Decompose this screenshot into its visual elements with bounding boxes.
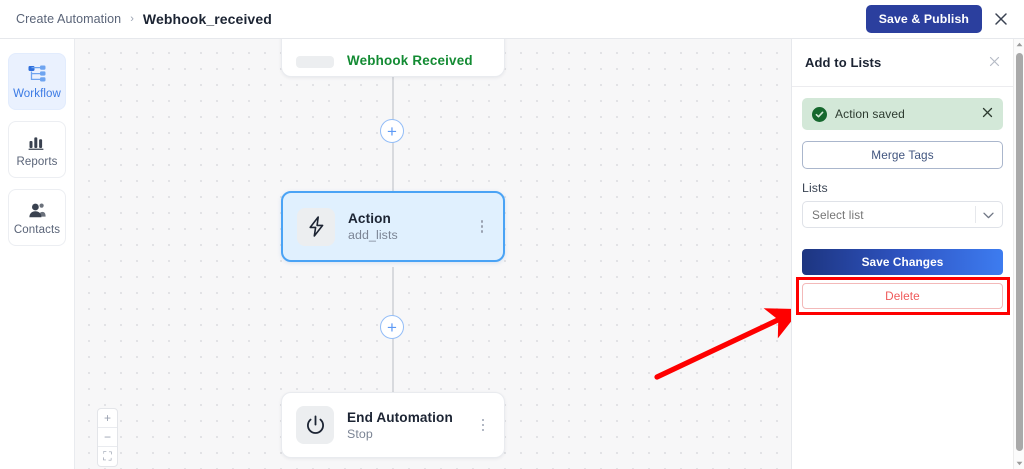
workflow-node-end-text: End Automation Stop [347, 410, 463, 441]
sidebar-item-contacts[interactable]: Contacts [8, 189, 66, 246]
add-step-button-2[interactable]: + [380, 315, 404, 339]
canvas-zoom-controls: + − ⛶ [97, 408, 118, 467]
save-and-publish-button[interactable]: Save & Publish [865, 5, 982, 33]
left-nav-rail: Workflow Reports [0, 39, 75, 469]
breadcrumb-create-automation[interactable]: Create Automation [16, 12, 122, 26]
workflow-node-action-text: Action add_lists [348, 211, 462, 242]
breadcrumb-separator-icon: › [130, 13, 134, 25]
page-title: Webhook_received [142, 11, 272, 27]
delete-button[interactable]: Delete [802, 283, 1003, 309]
lists-select-input[interactable] [803, 207, 973, 222]
workflow-node-title-end: End Automation [347, 409, 453, 425]
workflow-node-menu-end[interactable] [476, 415, 490, 436]
workflow-node-action[interactable]: Action add_lists [281, 191, 505, 262]
merge-tags-button[interactable]: Merge Tags [802, 141, 1003, 169]
panel-header: Add to Lists [792, 39, 1013, 87]
panel-title: Add to Lists [805, 55, 882, 70]
contacts-icon [27, 200, 47, 220]
workflow-node-title-webhook: Webhook Received [347, 53, 473, 68]
workflow-node-title-action: Action [348, 211, 391, 226]
sidebar-item-label-contacts: Contacts [13, 223, 61, 236]
scrollbar-thumb[interactable] [1016, 53, 1023, 451]
workflow-node-menu-action[interactable] [475, 216, 489, 237]
breadcrumb: Create Automation › Webhook_received [16, 11, 272, 27]
close-icon[interactable] [986, 4, 1016, 34]
webhook-icon [296, 56, 334, 68]
sidebar-item-reports[interactable]: Reports [8, 121, 66, 178]
status-banner-action-saved: Action saved [802, 98, 1003, 130]
action-settings-panel: Add to Lists Action saved Merge Tags Lis… [791, 39, 1013, 469]
workflow-icon [28, 64, 47, 84]
panel-close-icon[interactable] [989, 56, 1000, 69]
chevron-down-icon[interactable] [983, 206, 994, 224]
delete-button-container: Delete [796, 277, 1010, 315]
sidebar-item-workflow[interactable]: Workflow [8, 53, 66, 110]
select-divider [975, 206, 976, 223]
chevron-up-icon[interactable] [1014, 39, 1024, 50]
status-banner-text: Action saved [835, 107, 905, 121]
power-icon [296, 406, 334, 444]
panel-body: Action saved Merge Tags Lists Save Chang… [792, 87, 1013, 315]
connector-edge-2 [392, 267, 394, 427]
connector-edge-1 [392, 77, 394, 227]
bar-chart-icon [28, 132, 46, 152]
header-actions: Save & Publish [865, 4, 1024, 34]
app-header: Create Automation › Webhook_received Sav… [0, 0, 1024, 39]
workflow-node-webhook-received[interactable]: Webhook Received [281, 39, 505, 77]
workflow-node-end-automation[interactable]: End Automation Stop [281, 392, 505, 458]
zoom-in-button[interactable]: + [98, 409, 117, 428]
add-step-button-1[interactable]: + [380, 119, 404, 143]
chevron-down-icon[interactable] [1014, 458, 1024, 469]
fit-view-button[interactable]: ⛶ [103, 449, 112, 463]
lists-field-label: Lists [802, 181, 828, 195]
workflow-canvas[interactable]: Webhook Received + Action add_lists + [75, 39, 791, 469]
sidebar-item-label-reports: Reports [16, 155, 58, 168]
check-circle-icon [812, 106, 827, 122]
lightning-bolt-icon [297, 207, 335, 246]
save-changes-button[interactable]: Save Changes [802, 249, 1003, 275]
workflow-node-subtitle-end: Stop [347, 426, 373, 441]
page-scrollbar[interactable] [1013, 39, 1024, 469]
workflow-node-subtitle-action: add_lists [348, 228, 398, 242]
status-banner-close-icon[interactable] [982, 107, 993, 121]
lists-select[interactable] [802, 201, 1003, 228]
zoom-out-button[interactable]: − [98, 428, 117, 447]
sidebar-item-label-workflow: Workflow [13, 87, 61, 100]
